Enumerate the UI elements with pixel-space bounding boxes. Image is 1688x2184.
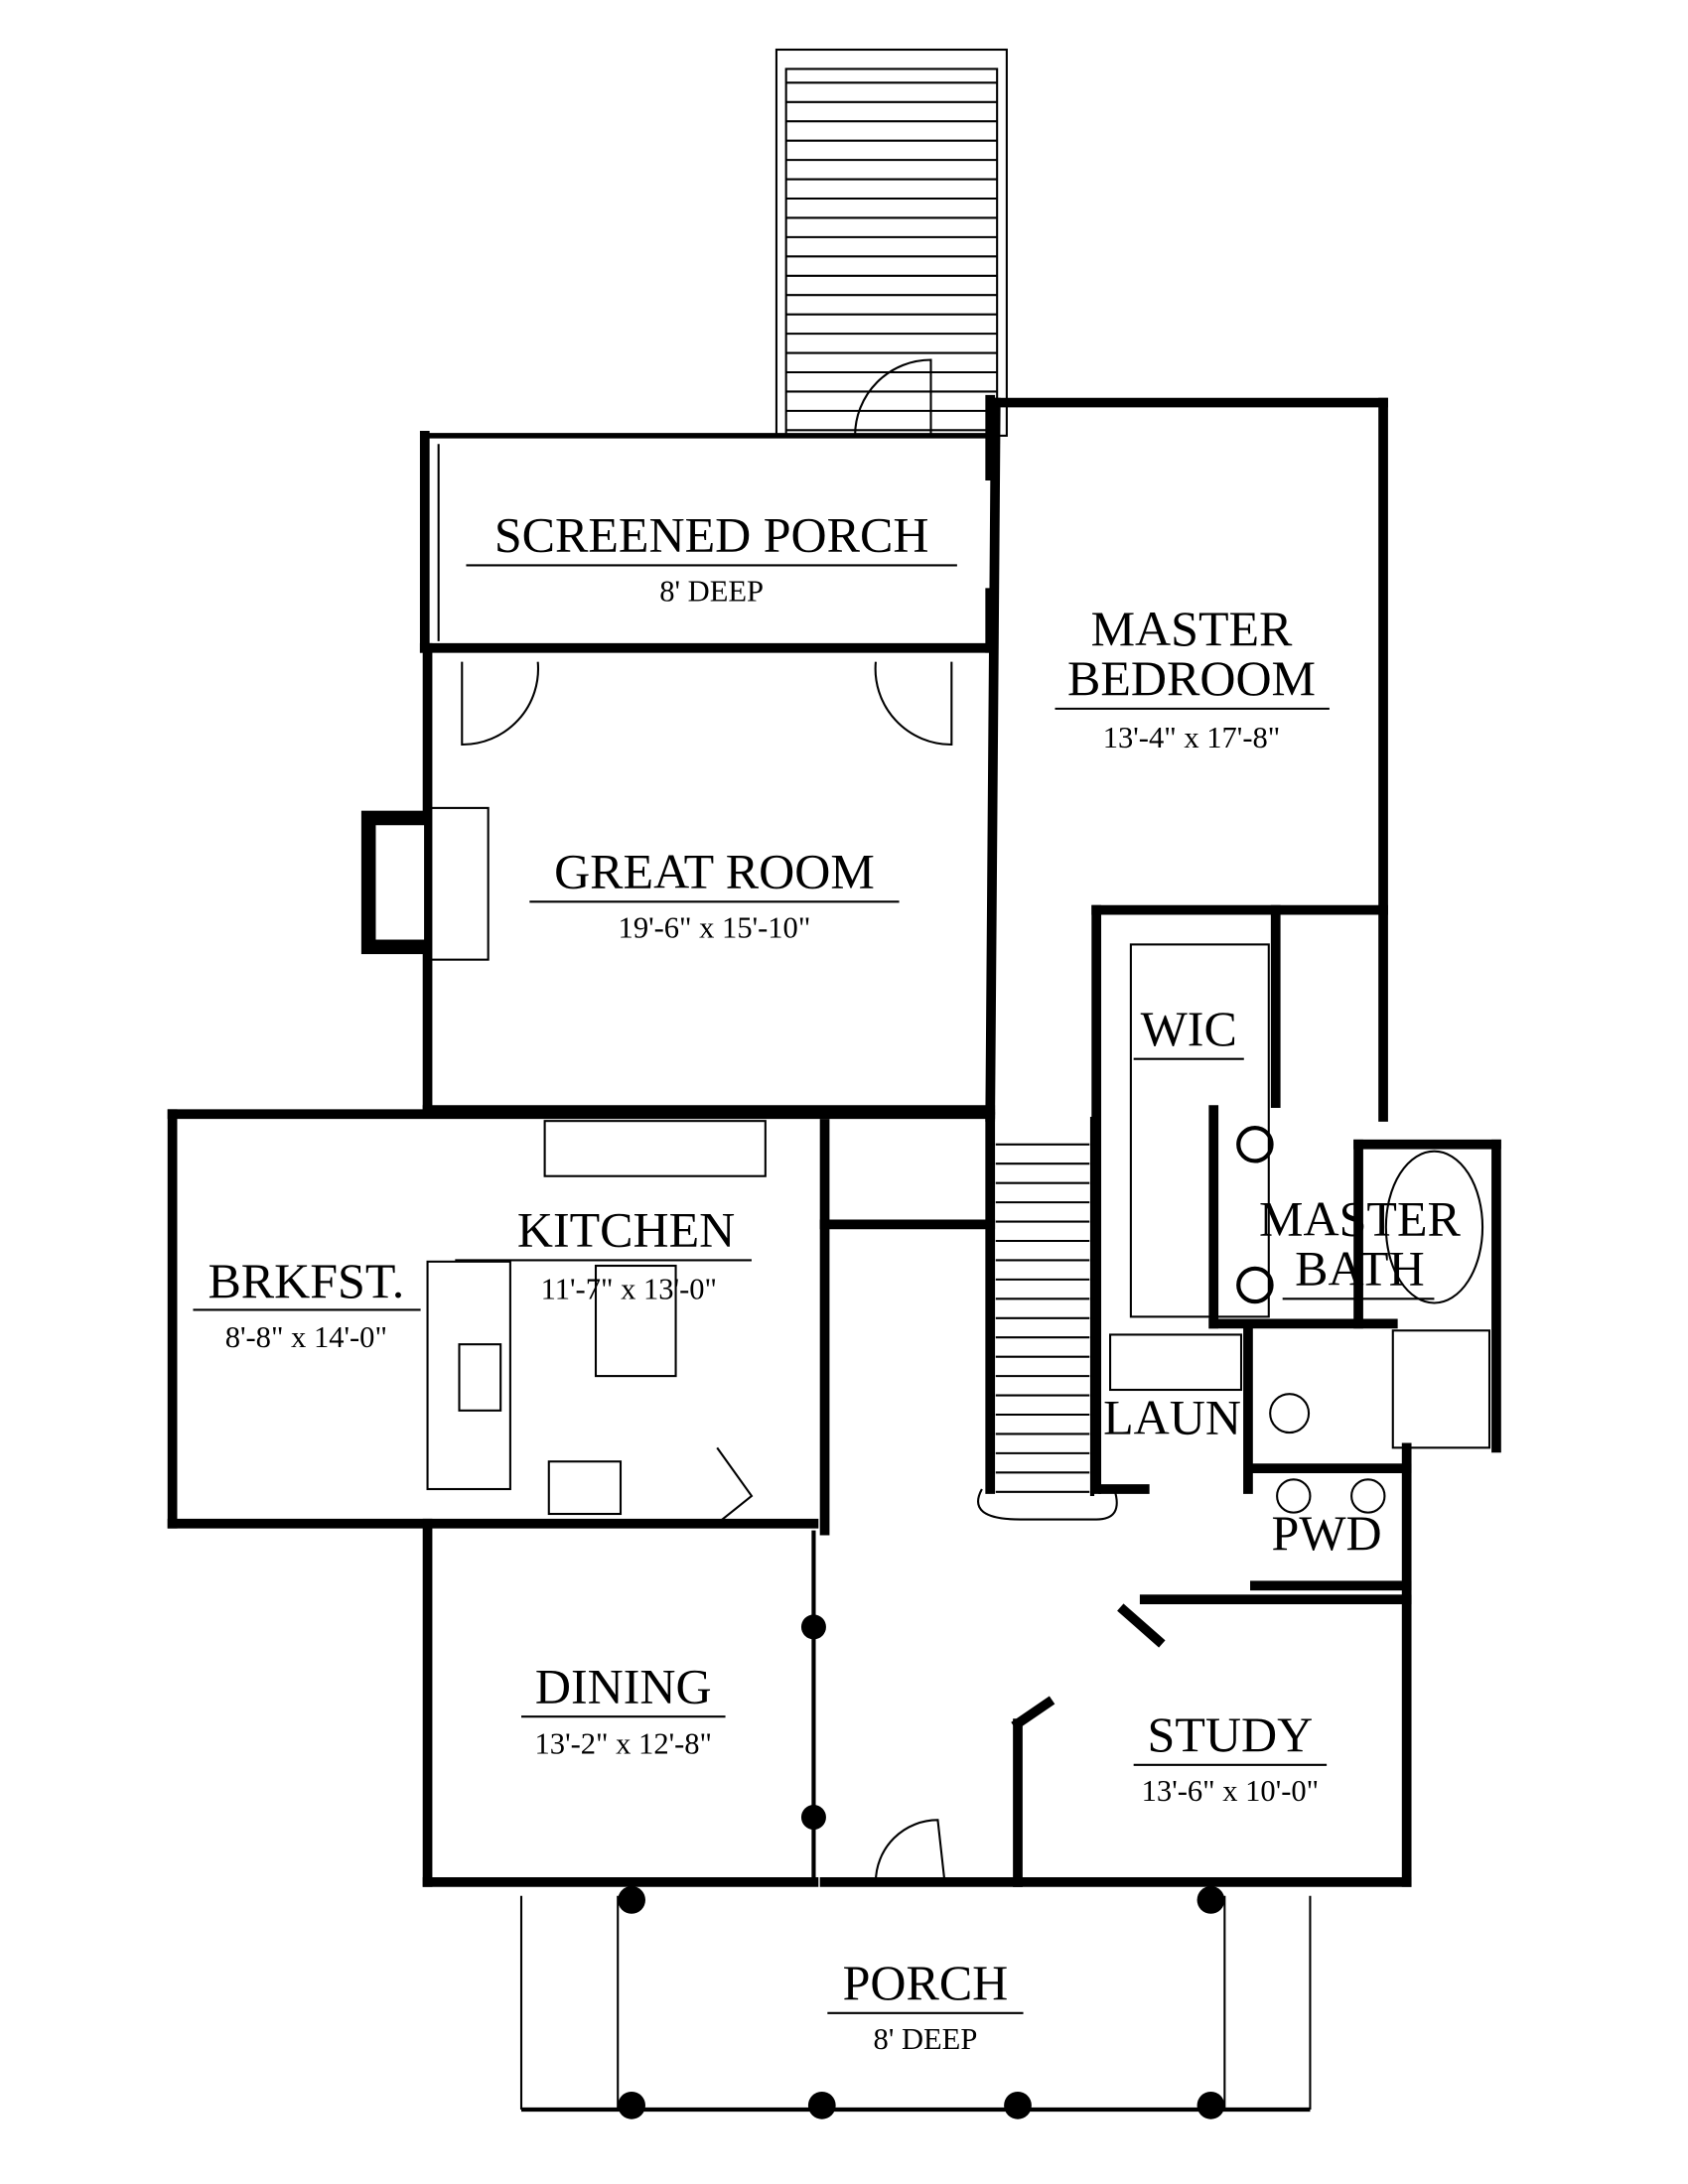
room-screened-porch: SCREENED PORCH 8' DEEP (466, 507, 957, 609)
room-name: MASTER (1091, 601, 1293, 656)
room-great-room: GREAT ROOM 19'-6" x 15'-10" (529, 843, 900, 944)
room-pwd: PWD (1272, 1505, 1382, 1561)
interior-stairs (977, 1112, 1118, 1521)
master-bedroom-walls (985, 397, 1388, 1122)
room-size: 8'-8" x 14'-0" (225, 1320, 387, 1354)
room-name: SCREENED PORCH (494, 507, 929, 563)
room-study: STUDY 13'-6" x 10'-0" (1133, 1706, 1328, 1808)
room-name: WIC (1141, 1001, 1237, 1056)
wic-walls (1091, 904, 1281, 1494)
room-name: PORCH (843, 1955, 1009, 2010)
laundry-walls (1098, 1318, 1311, 1494)
room-size: 8' DEEP (659, 575, 764, 609)
room-size: 13'-2" x 12'-8" (535, 1727, 712, 1761)
front-porch (519, 1886, 1312, 2119)
room-size: 13'-6" x 10'-0" (1142, 1774, 1319, 1808)
room-kitchen: KITCHEN 11'-7" x 13'-0" (455, 1202, 752, 1305)
room-name: MASTER (1259, 1190, 1461, 1246)
room-porch: PORCH 8' DEEP (827, 1955, 1024, 2056)
room-name: GREAT ROOM (554, 843, 875, 898)
room-size: 11'-7" x 13'-0" (541, 1272, 717, 1305)
room-laundry: LAUN (1103, 1389, 1241, 1444)
room-name: DINING (535, 1658, 712, 1713)
room-name: KITCHEN (517, 1202, 735, 1258)
room-size: 8' DEEP (874, 2022, 978, 2056)
study-walls (819, 1594, 1412, 1887)
room-name: BATH (1295, 1240, 1425, 1296)
dining-walls (422, 1518, 826, 1887)
kitchen-walls (167, 1109, 996, 1536)
room-brkfst: BRKFST. 8'-8" x 14'-0" (193, 1253, 421, 1354)
room-name: BRKFST. (208, 1253, 404, 1308)
room-master-bedroom: MASTER BEDROOM 13'-4" x 17'-8" (1055, 601, 1330, 754)
room-master-bath: MASTER BATH (1259, 1190, 1461, 1300)
room-name: BEDROOM (1067, 650, 1316, 706)
room-name: LAUN (1103, 1389, 1241, 1444)
pwd-walls (1250, 1442, 1412, 1604)
room-dining: DINING 13'-2" x 12'-8" (521, 1658, 726, 1761)
great-room-walls (360, 642, 996, 1115)
room-name: STUDY (1148, 1706, 1314, 1762)
room-name: PWD (1272, 1505, 1382, 1561)
room-size: 13'-4" x 17'-8" (1103, 721, 1280, 754)
room-size: 19'-6" x 15'-10" (619, 910, 811, 944)
room-wic: WIC (1133, 1001, 1244, 1060)
rear-stairs (774, 48, 1008, 437)
